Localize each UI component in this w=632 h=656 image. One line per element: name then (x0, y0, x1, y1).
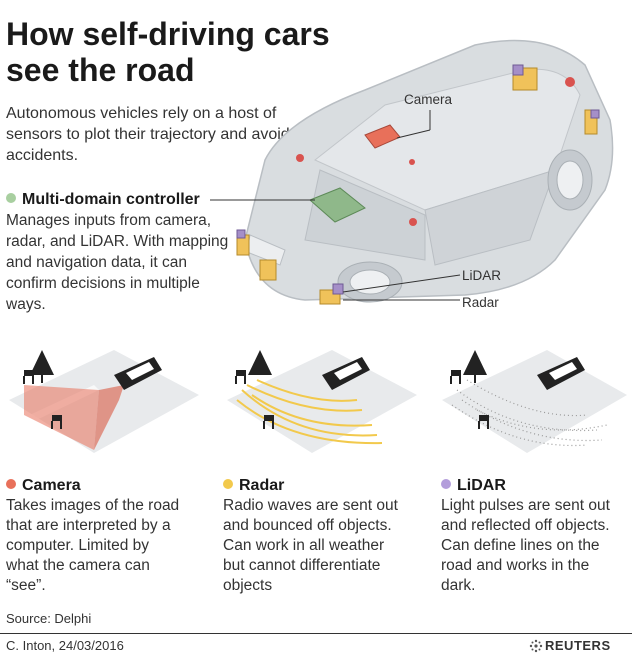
brand-name: REUTERS (545, 638, 611, 653)
controller-dot-icon (6, 193, 16, 203)
camera-panel-illustration (9, 350, 199, 453)
lidar-label: LiDAR (462, 268, 502, 283)
controller-icon (309, 187, 366, 223)
lidar-radar-sensor-icon (319, 283, 344, 305)
camera-dot-icon (6, 479, 16, 489)
controller-block: Multi-domain controller Manages inputs f… (6, 189, 231, 315)
camera-label: Camera (404, 92, 453, 107)
controller-heading: Multi-domain controller (22, 191, 200, 208)
radar-column: Radar Radio waves are sent out and bounc… (223, 476, 403, 596)
lidar-dot-icon (441, 479, 451, 489)
source-text: Source: Delphi (6, 611, 92, 626)
car-illustration (236, 39, 614, 305)
lidar-text: Light pulses are sent out and reflected … (441, 497, 610, 594)
lidar-heading: LiDAR (457, 477, 506, 494)
credit-text: C. Inton, 24/03/2016 (6, 638, 124, 653)
intro-text: Autonomous vehicles rely on a host of se… (6, 105, 290, 164)
lidar-column: LiDAR Light pulses are sent out and refl… (441, 476, 621, 596)
radar-label: Radar (462, 295, 499, 310)
camera-heading: Camera (22, 477, 81, 494)
radar-panel-illustration (227, 350, 417, 453)
lidar-panel-illustration (442, 350, 627, 453)
reuters-logo-icon (529, 639, 543, 653)
controller-leader-line (210, 199, 315, 201)
camera-text: Takes images of the road that are interp… (6, 497, 180, 594)
camera-column: Camera Takes images of the road that are… (6, 476, 186, 596)
radar-dot-icon (223, 479, 233, 489)
radar-heading: Radar (239, 477, 285, 494)
footer-divider (0, 633, 632, 634)
front-sensor-icon (259, 259, 277, 281)
page-title: How self-driving cars see the road (6, 16, 330, 88)
radar-text: Radio waves are sent out and bounced off… (223, 497, 398, 594)
controller-text: Manages inputs from camera, radar, and L… (6, 212, 229, 313)
